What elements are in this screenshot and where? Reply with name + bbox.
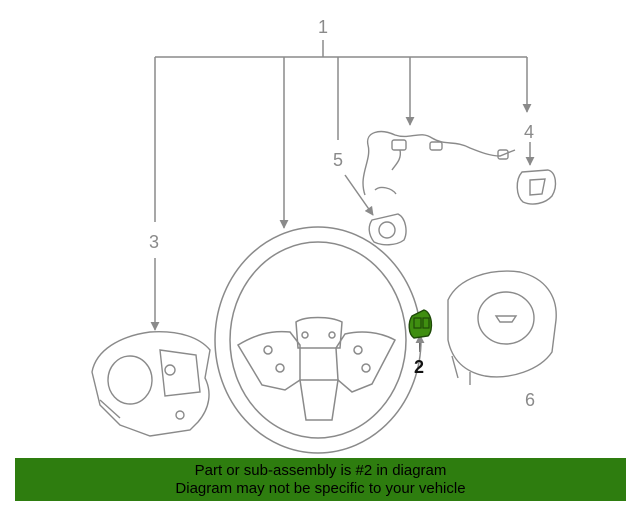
callout-5: 5 [333, 150, 344, 170]
callout-1-leaders [154, 40, 532, 229]
paddle-switch [516, 169, 557, 205]
steering-wheel [214, 226, 422, 454]
rear-cover [91, 330, 211, 437]
callout-4: 4 [524, 122, 535, 142]
callout-6: 6 [525, 390, 536, 410]
control-switch [368, 213, 407, 246]
callout-2: 2 [414, 357, 425, 377]
info-banner: Part or sub-assembly is #2 in diagram Di… [15, 458, 626, 501]
airbag-module [447, 270, 557, 385]
banner-line-2: Diagram may not be specific to your vehi… [175, 480, 466, 497]
wire-harness [362, 130, 516, 196]
callout-1: 1 [318, 17, 329, 37]
callout-3: 3 [149, 232, 160, 252]
callout-5-leader [344, 174, 374, 216]
switch-connector-highlight [408, 309, 433, 339]
banner-line-1: Part or sub-assembly is #2 in diagram [194, 462, 447, 479]
